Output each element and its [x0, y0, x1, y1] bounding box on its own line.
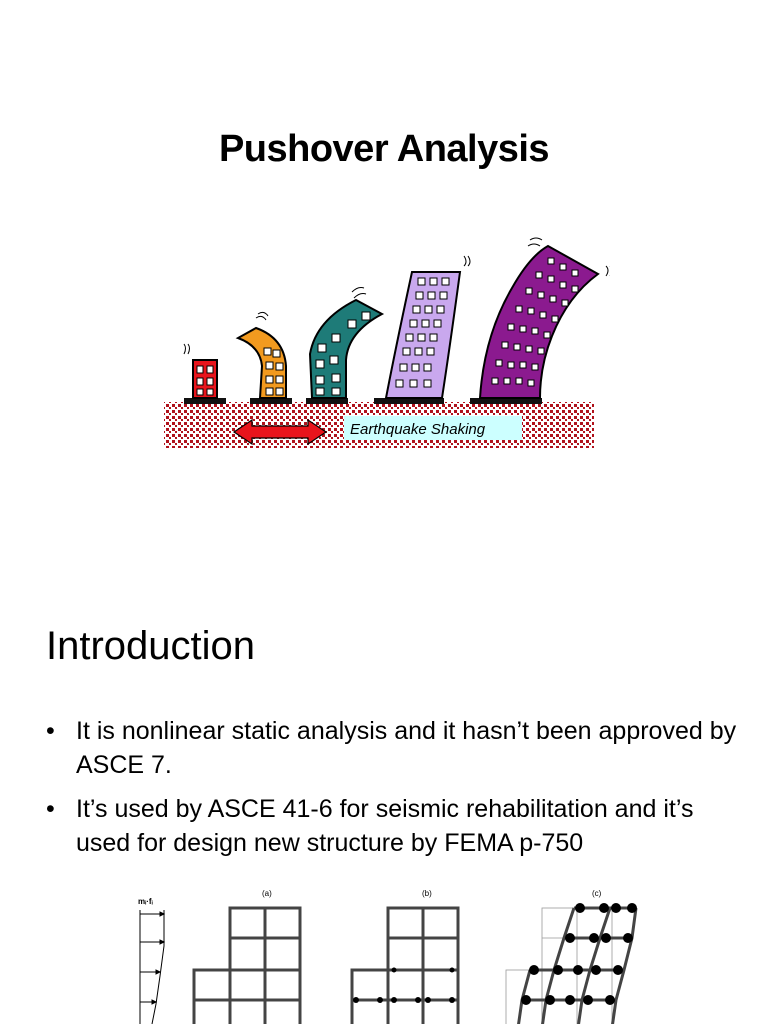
- building-small-red: [183, 343, 218, 399]
- panel-label-b: (b): [422, 889, 432, 898]
- shaking-double-arrow-icon: [232, 418, 328, 446]
- earthquake-buildings-illustration: Earthquake Shaking: [164, 237, 610, 448]
- bullet-item: • It is nonlinear static analysis and it …: [46, 714, 746, 782]
- force-label: mᵢ·fᵢ: [138, 897, 153, 906]
- hinges-panel-c: [521, 903, 637, 1005]
- force-distribution: [139, 910, 166, 1024]
- section-heading: Introduction: [46, 624, 256, 668]
- frame-panel-b: [350, 906, 460, 1024]
- bullet-list: • It is nonlinear static analysis and it …: [46, 714, 746, 870]
- hinges-panel-b: [353, 967, 455, 1003]
- bullet-item: • It’s used by ASCE 41-6 for seismic reha…: [46, 792, 746, 860]
- bullet-icon: •: [46, 795, 55, 823]
- building-lavender: [384, 255, 471, 399]
- page-title: Pushover Analysis: [218, 128, 550, 170]
- panel-label-c: (c): [592, 889, 602, 898]
- bullet-text: It is nonlinear static analysis and it h…: [76, 717, 737, 779]
- earthquake-shaking-label: Earthquake Shaking: [350, 421, 486, 438]
- building-orange: [235, 311, 287, 399]
- building-purple: [478, 237, 610, 399]
- panel-label-a: (a): [262, 889, 272, 898]
- bullet-icon: •: [46, 717, 55, 745]
- frame-hinge-diagram: mᵢ·fᵢ (a) (b) (c): [138, 889, 638, 1024]
- building-teal: [308, 287, 385, 399]
- frame-panel-a: [192, 906, 302, 1024]
- bullet-text: It’s used by ASCE 41-6 for seismic rehab…: [76, 795, 694, 857]
